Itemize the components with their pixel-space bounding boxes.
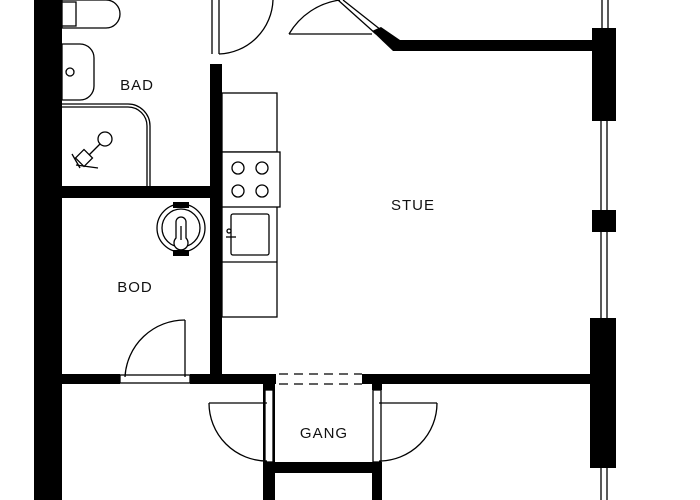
gang-door-left-swing (208, 402, 268, 462)
entry-wall-right-lower (372, 462, 382, 500)
gang-door-right-swing (378, 402, 438, 462)
sink-icon (61, 43, 95, 101)
room-label-stue: STUE (391, 197, 435, 214)
entry-wall-bottom-left (263, 470, 275, 500)
corridor-wall-mid (190, 374, 276, 384)
right-wall-lower (590, 318, 616, 468)
room-label-gang: GANG (300, 425, 348, 442)
water-heater-icon (156, 202, 206, 256)
toilet-icon (61, 0, 121, 29)
right-wall-mid-pier (592, 210, 616, 232)
shower-icon (62, 103, 151, 186)
left-exterior-wall (34, 0, 62, 500)
doors (119, 0, 438, 463)
corridor-wall-left (62, 374, 120, 384)
bathroom-divider-wall (210, 64, 222, 379)
top-wall-angled (372, 27, 400, 51)
right-wall-upper (592, 28, 616, 121)
kitchen-sink-icon (226, 213, 270, 256)
room-label-bad: BAD (120, 77, 154, 94)
top-wall-segment (395, 40, 595, 51)
door-swing (218, 0, 274, 55)
entry-wall-bottom (263, 462, 382, 473)
windows (600, 0, 609, 500)
room-label-bod: BOD (117, 279, 153, 296)
bathroom-bottom-wall (62, 186, 212, 198)
entry-wall-right (372, 378, 382, 390)
door-swing-top (288, 0, 341, 35)
bod-door-frame (119, 374, 191, 384)
stove-icon (221, 151, 281, 208)
corridor-wall-right (362, 374, 594, 384)
bod-door-swing (124, 319, 186, 378)
